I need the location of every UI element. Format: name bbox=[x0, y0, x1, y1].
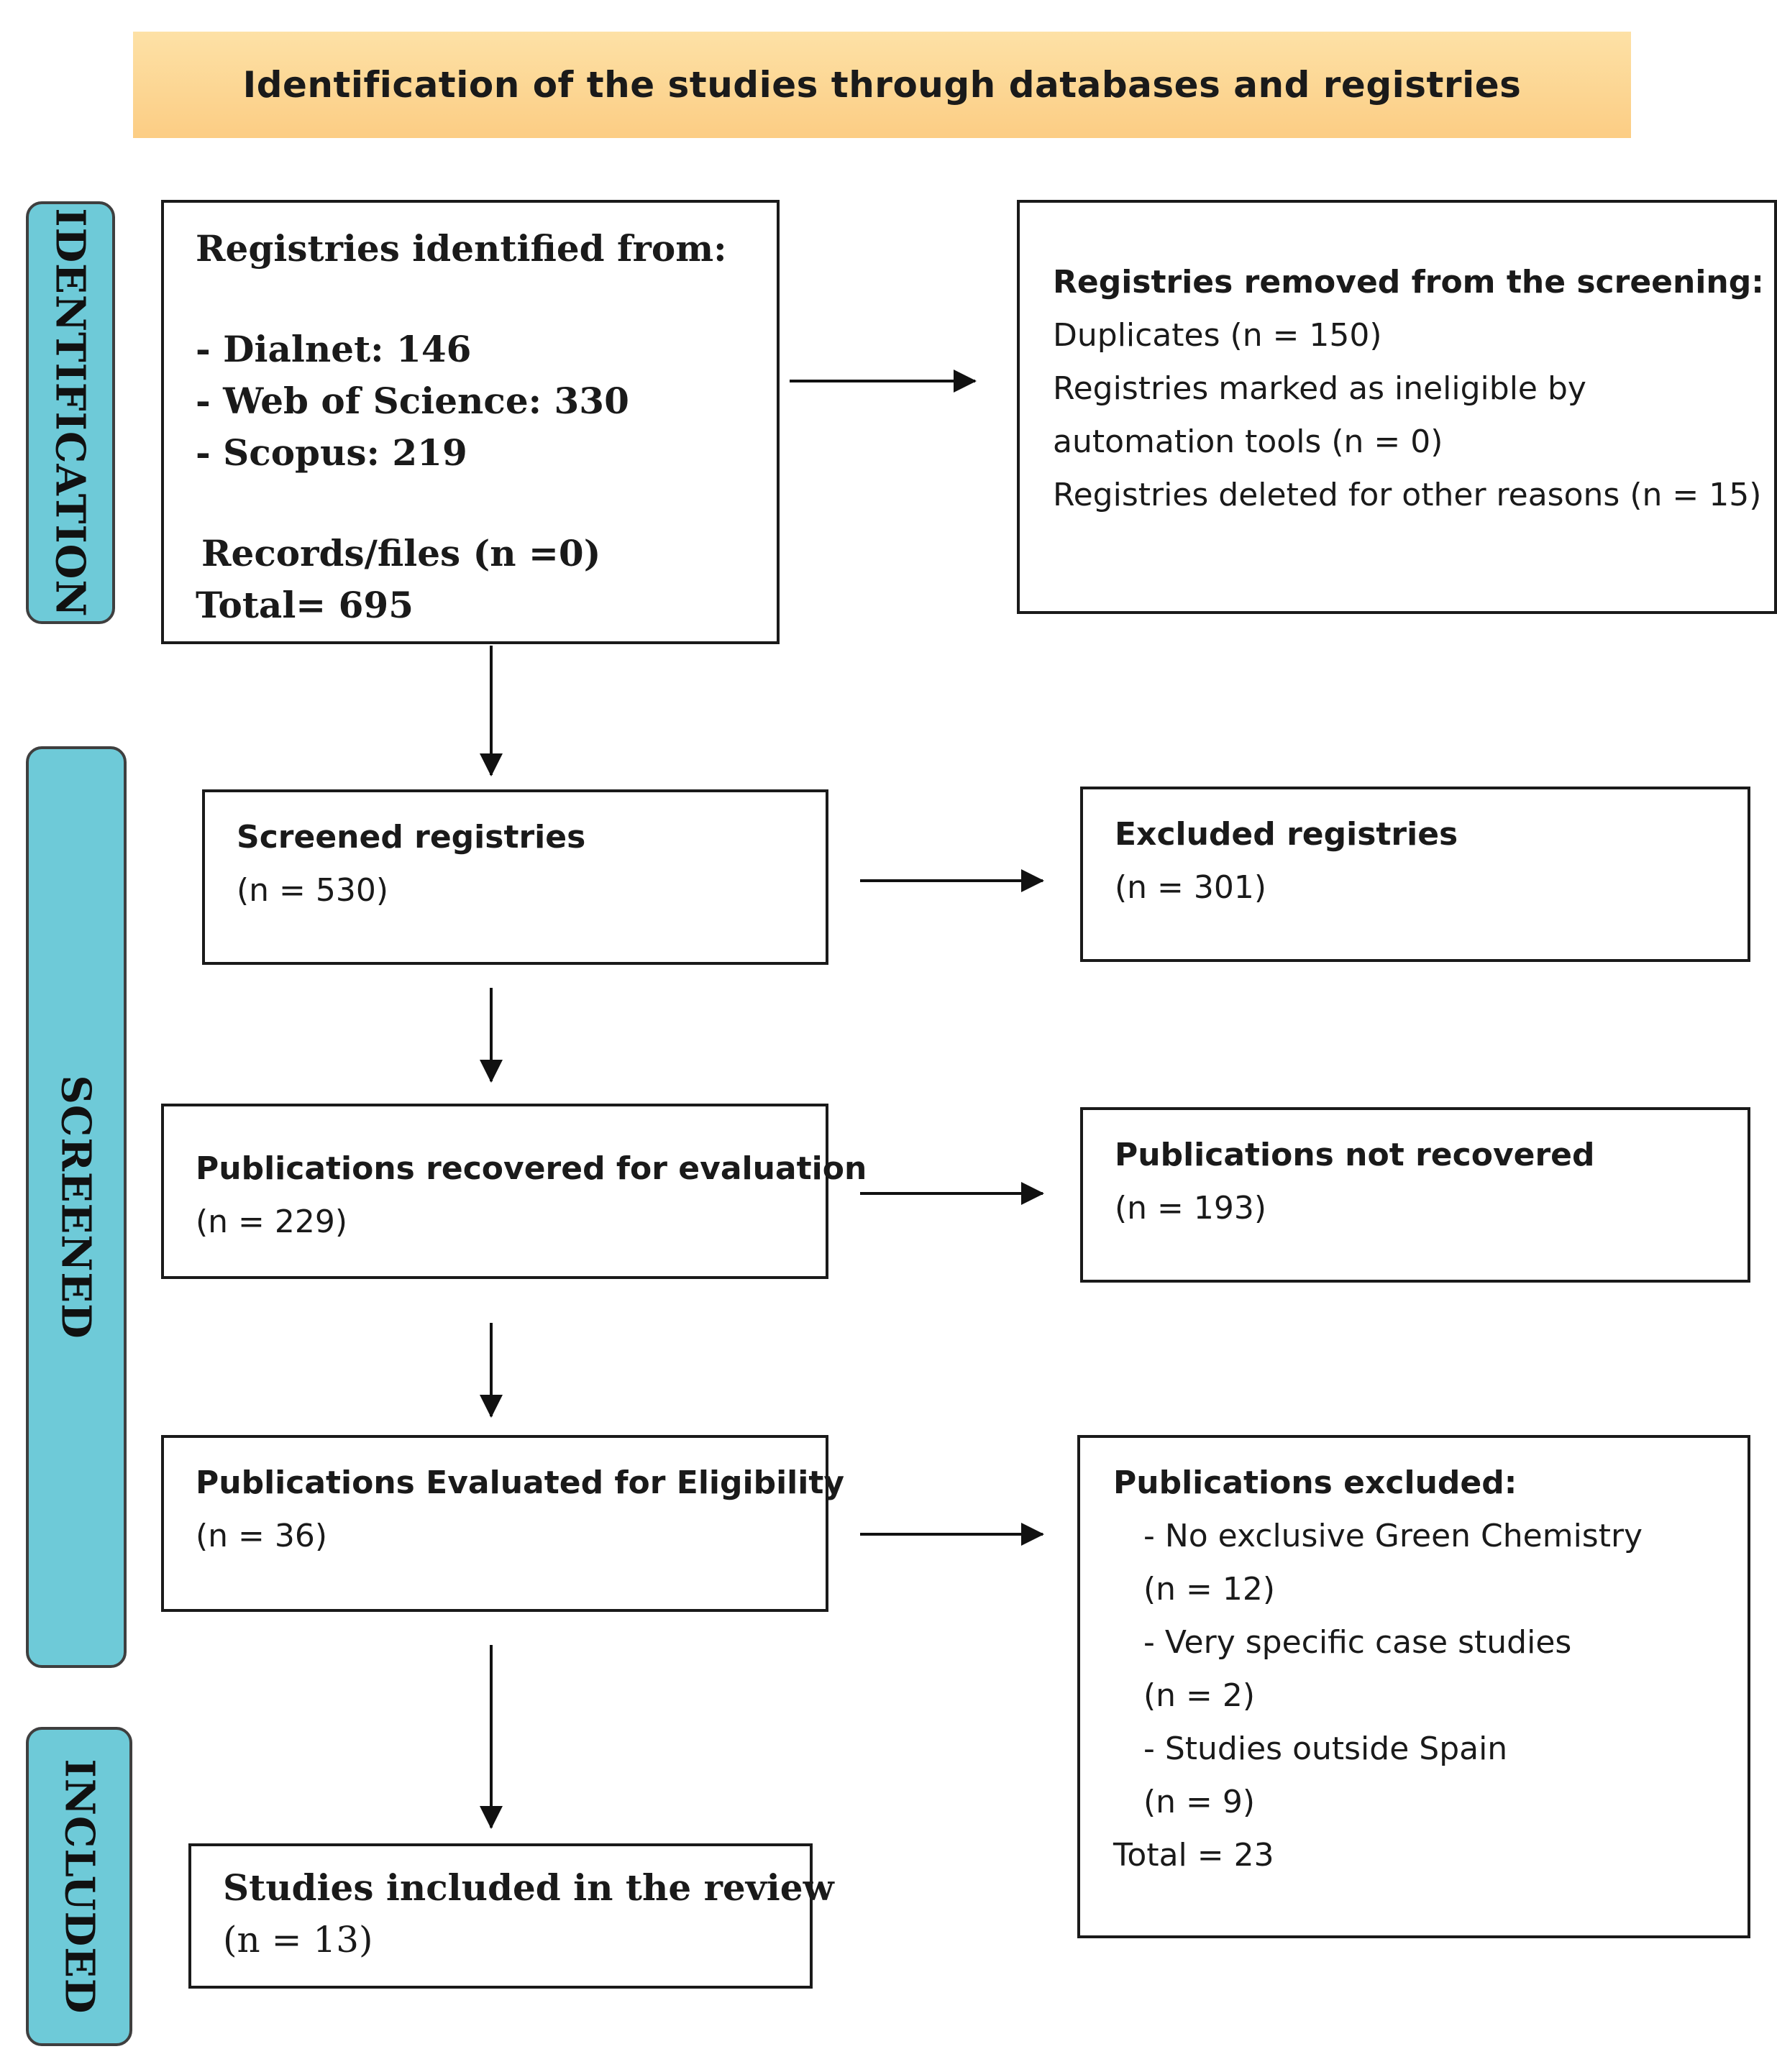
not-recovered-count: (n = 193) bbox=[1115, 1190, 1267, 1227]
eligibility-title: Publications Evaluated for Eligibility bbox=[196, 1464, 845, 1501]
removed-line: Registries marked as ineligible by bbox=[1053, 370, 1586, 407]
removed-title: Registries removed from the screening: bbox=[1053, 264, 1764, 301]
arrow-to-recovered bbox=[480, 988, 503, 1083]
arrow-to-screened bbox=[480, 646, 503, 776]
phase-screened-label: SCREENED bbox=[52, 1075, 101, 1339]
arrow-to-pub-excluded bbox=[860, 1523, 1044, 1546]
phase-identification: IDENTIFICATION bbox=[26, 201, 115, 624]
identified-title: Registries identified from: bbox=[196, 227, 727, 270]
screened-box: Screened registries (n = 530) bbox=[202, 789, 828, 965]
identified-total: Total= 695 bbox=[196, 584, 414, 626]
removed-line: Registries deleted for other reasons (n … bbox=[1053, 477, 1762, 513]
header-title: Identification of the studies through da… bbox=[242, 64, 1522, 106]
phase-screened: SCREENED bbox=[26, 746, 127, 1668]
pub-excluded-total: Total = 23 bbox=[1113, 1837, 1274, 1874]
arrow-to-included bbox=[480, 1645, 503, 1829]
header-banner: Identification of the studies through da… bbox=[133, 32, 1631, 138]
pub-excluded-item: - Studies outside Spain bbox=[1143, 1731, 1508, 1767]
identified-records: Records/files (n =0) bbox=[201, 532, 601, 574]
phase-included-label: INCLUDED bbox=[55, 1759, 104, 2014]
removed-box: Registries removed from the screening: D… bbox=[1017, 200, 1777, 614]
removed-line: automation tools (n = 0) bbox=[1053, 423, 1443, 460]
phase-identification-label: IDENTIFICATION bbox=[47, 208, 94, 618]
eligibility-count: (n = 36) bbox=[196, 1518, 328, 1554]
arrow-to-removed bbox=[790, 370, 977, 393]
screened-count: (n = 530) bbox=[237, 872, 389, 909]
pub-excluded-item: (n = 2) bbox=[1143, 1677, 1256, 1714]
not-recovered-title: Publications not recovered bbox=[1115, 1137, 1595, 1173]
identified-box: Registries identified from: - Dialnet: 1… bbox=[161, 200, 780, 644]
identified-source: - Scopus: 219 bbox=[196, 431, 467, 474]
recovered-box: Publications recovered for evaluation (n… bbox=[161, 1104, 867, 1279]
arrow-to-not-recovered bbox=[860, 1182, 1044, 1205]
pub-excluded-box: Publications excluded: - No exclusive Gr… bbox=[1077, 1435, 1750, 1938]
arrow-to-excluded bbox=[860, 869, 1044, 892]
included-count: (n = 13) bbox=[223, 1919, 373, 1961]
eligibility-box: Publications Evaluated for Eligibility (… bbox=[161, 1435, 845, 1612]
included-box: Studies included in the review (n = 13) bbox=[188, 1843, 834, 1989]
identified-source: - Dialnet: 146 bbox=[196, 328, 472, 370]
screened-title: Screened registries bbox=[237, 819, 586, 856]
excluded-count: (n = 301) bbox=[1115, 869, 1267, 906]
recovered-count: (n = 229) bbox=[196, 1204, 348, 1240]
included-title: Studies included in the review bbox=[223, 1866, 834, 1909]
excluded-title: Excluded registries bbox=[1115, 816, 1458, 853]
removed-line: Duplicates (n = 150) bbox=[1053, 317, 1382, 354]
pub-excluded-item: - No exclusive Green Chemistry bbox=[1143, 1518, 1643, 1554]
pub-excluded-item: - Very specific case studies bbox=[1143, 1624, 1572, 1661]
identified-source: - Web of Science: 330 bbox=[196, 380, 629, 422]
arrow-to-eligibility bbox=[480, 1323, 503, 1418]
pub-excluded-item: (n = 9) bbox=[1143, 1784, 1256, 1820]
not-recovered-box: Publications not recovered (n = 193) bbox=[1080, 1107, 1750, 1283]
recovered-title: Publications recovered for evaluation bbox=[196, 1150, 867, 1187]
pub-excluded-item: (n = 12) bbox=[1143, 1571, 1276, 1608]
excluded-box: Excluded registries (n = 301) bbox=[1080, 787, 1750, 962]
pub-excluded-title: Publications excluded: bbox=[1113, 1464, 1517, 1501]
phase-included: INCLUDED bbox=[26, 1727, 132, 2046]
